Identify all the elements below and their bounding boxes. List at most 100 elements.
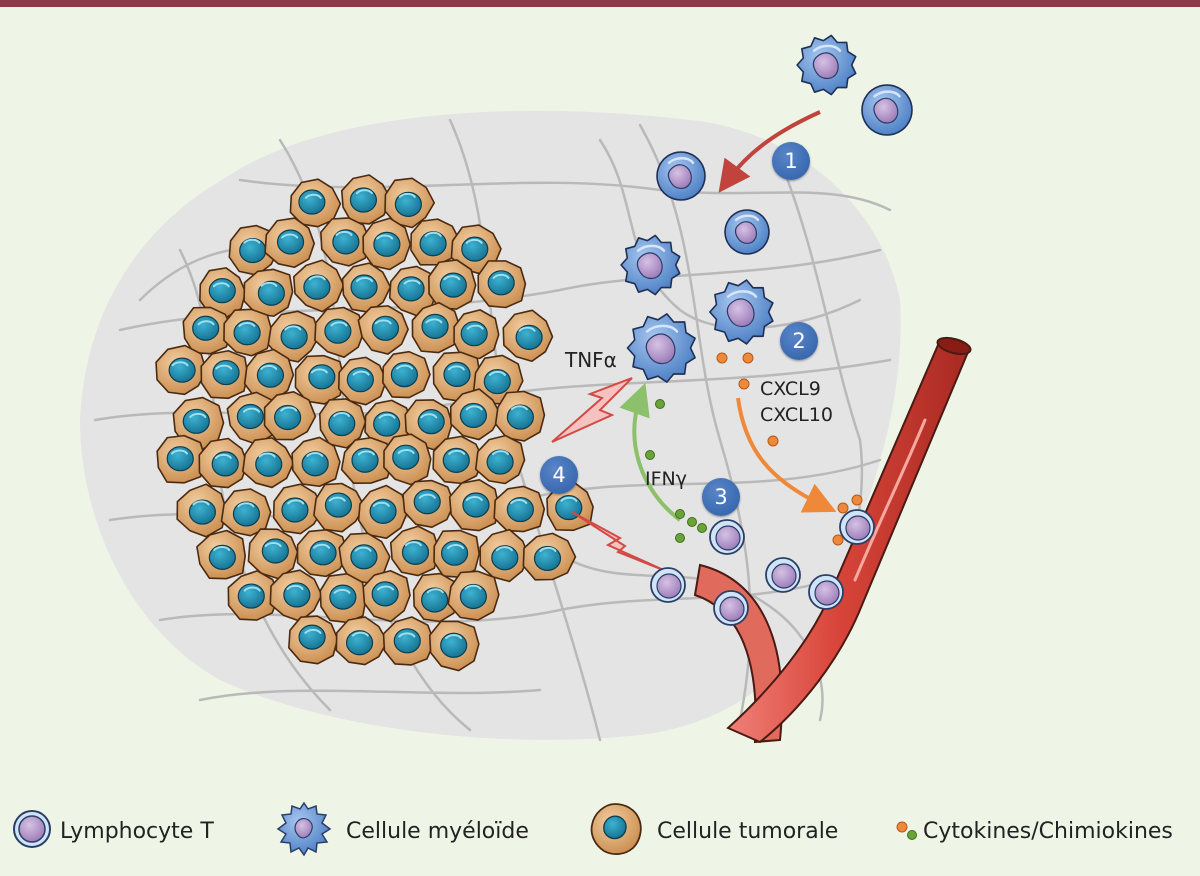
chemokine-dot: [832, 534, 844, 546]
cytokine-dot: [675, 509, 685, 519]
tumor-cell: [314, 306, 365, 358]
tumor-cell: [293, 259, 345, 313]
tumor-cell: [272, 483, 324, 535]
label-cxcl9: CXCL9: [760, 378, 821, 400]
tumor-cell: [320, 217, 372, 267]
label-ifng: IFNγ: [645, 468, 687, 490]
legend-cytokines-label: Cytokines/Chimiokines: [923, 819, 1173, 844]
chemokine-dot: [742, 352, 754, 364]
tumor-cell: [448, 479, 500, 532]
tumor-cell: [494, 390, 546, 442]
step-3-badge: 3: [702, 478, 740, 516]
tumor-cell: [264, 217, 316, 269]
tumor-cell: [242, 437, 295, 489]
tumor-cell: [382, 350, 431, 399]
tumor-cell: [447, 570, 500, 621]
tumor-cell: [296, 528, 349, 578]
tumor-cell: [243, 268, 294, 317]
tumor-cell: [182, 306, 234, 355]
tumor-cell: [288, 615, 339, 665]
lymphocyte: [650, 567, 686, 603]
tumor-cell: [269, 569, 323, 623]
cytokine-dot: [697, 523, 707, 533]
legend: Lymphocyte T Cellule myéloïde Cellule tu…: [0, 795, 1200, 865]
tumor-cell: [382, 616, 435, 666]
cytokine-dots-icon: [896, 821, 917, 840]
legend-lymphocyte-label: Lymphocyte T: [60, 819, 214, 844]
myeloid-cell: [656, 151, 706, 201]
cytokine-dot: [687, 517, 697, 527]
tumor-cell: [155, 344, 208, 396]
cytokine-dot: [655, 399, 665, 409]
lymphocyte: [808, 574, 844, 610]
step-4-badge: 4: [540, 456, 578, 494]
myeloid-cell: [626, 313, 696, 383]
lymphocyte: [709, 519, 745, 555]
tumor-cell: [313, 482, 366, 533]
step-2-badge: 2: [780, 322, 818, 360]
chemokine-dot: [716, 352, 728, 364]
tumor-cell: [502, 309, 554, 363]
tumor-cell: [522, 532, 577, 581]
tumor-mass: [155, 174, 594, 672]
myeloid-cell: [796, 34, 857, 96]
tumor-cell: [223, 308, 273, 357]
tumor-cell: [294, 354, 345, 405]
chemokine-dot: [851, 494, 863, 506]
myeloid-cell: [724, 209, 770, 255]
tumor-cell-icon: [590, 803, 642, 855]
legend-myeloid-label: Cellule myéloïde: [346, 819, 529, 844]
tumor-cell: [432, 435, 485, 485]
lymphocyte-icon: [13, 810, 51, 848]
chemokine-dot: [837, 502, 849, 514]
tumor-cell: [196, 529, 247, 580]
tumor-cell: [362, 569, 411, 623]
arrow-ifng: [619, 382, 682, 522]
tumor-cell: [453, 309, 500, 360]
tumor-cell: [428, 620, 480, 672]
myeloid-cell: [709, 279, 774, 345]
tumor-cell: [362, 217, 412, 271]
tumor-cell: [493, 485, 546, 533]
label-cxcl10: CXCL10: [760, 404, 833, 426]
tumor-cell: [198, 437, 249, 489]
lymphocyte: [765, 557, 801, 593]
tumor-cell: [226, 391, 279, 446]
step-1-badge: 1: [772, 142, 810, 180]
tumor-cell: [289, 178, 342, 228]
tumor-cell: [319, 573, 367, 624]
tumor-cell: [220, 488, 272, 537]
myeloid-cell: [861, 84, 913, 136]
tumor-cell: [340, 436, 394, 484]
tumor-cell: [412, 572, 461, 623]
tumor-cell: [433, 529, 480, 579]
tumor-cell: [384, 177, 436, 229]
chemokine-dot: [767, 435, 779, 447]
tumor-cell: [291, 436, 341, 488]
arrow-recruitment: [718, 110, 821, 193]
tumor-cell: [243, 348, 295, 402]
top-bar: [0, 0, 1200, 7]
tumor-cell: [200, 349, 249, 400]
tumor-cell: [449, 388, 502, 441]
diagram: [80, 34, 972, 744]
tumor-cell: [402, 479, 455, 528]
tumor-cell: [477, 260, 527, 309]
lymphocyte: [839, 509, 875, 545]
tumor-cell: [410, 218, 462, 266]
tumor-cell: [335, 616, 389, 666]
tumor-cell: [176, 483, 228, 538]
tumor-cell: [340, 174, 392, 225]
cytokine-dot: [645, 450, 655, 460]
tumor-cell: [474, 434, 526, 485]
tumor-cell: [357, 305, 409, 355]
tumor-cell: [411, 301, 462, 354]
myeloid-cell-icon: [276, 801, 332, 857]
chemokine-dot: [738, 378, 750, 390]
legend-tumor-label: Cellule tumorale: [657, 819, 839, 844]
tumor-cell: [267, 310, 321, 363]
label-tnfa: TNFα: [565, 348, 617, 372]
cytokine-dot: [675, 533, 685, 543]
tumor-cell: [383, 433, 432, 486]
tumor-cell: [263, 391, 317, 441]
